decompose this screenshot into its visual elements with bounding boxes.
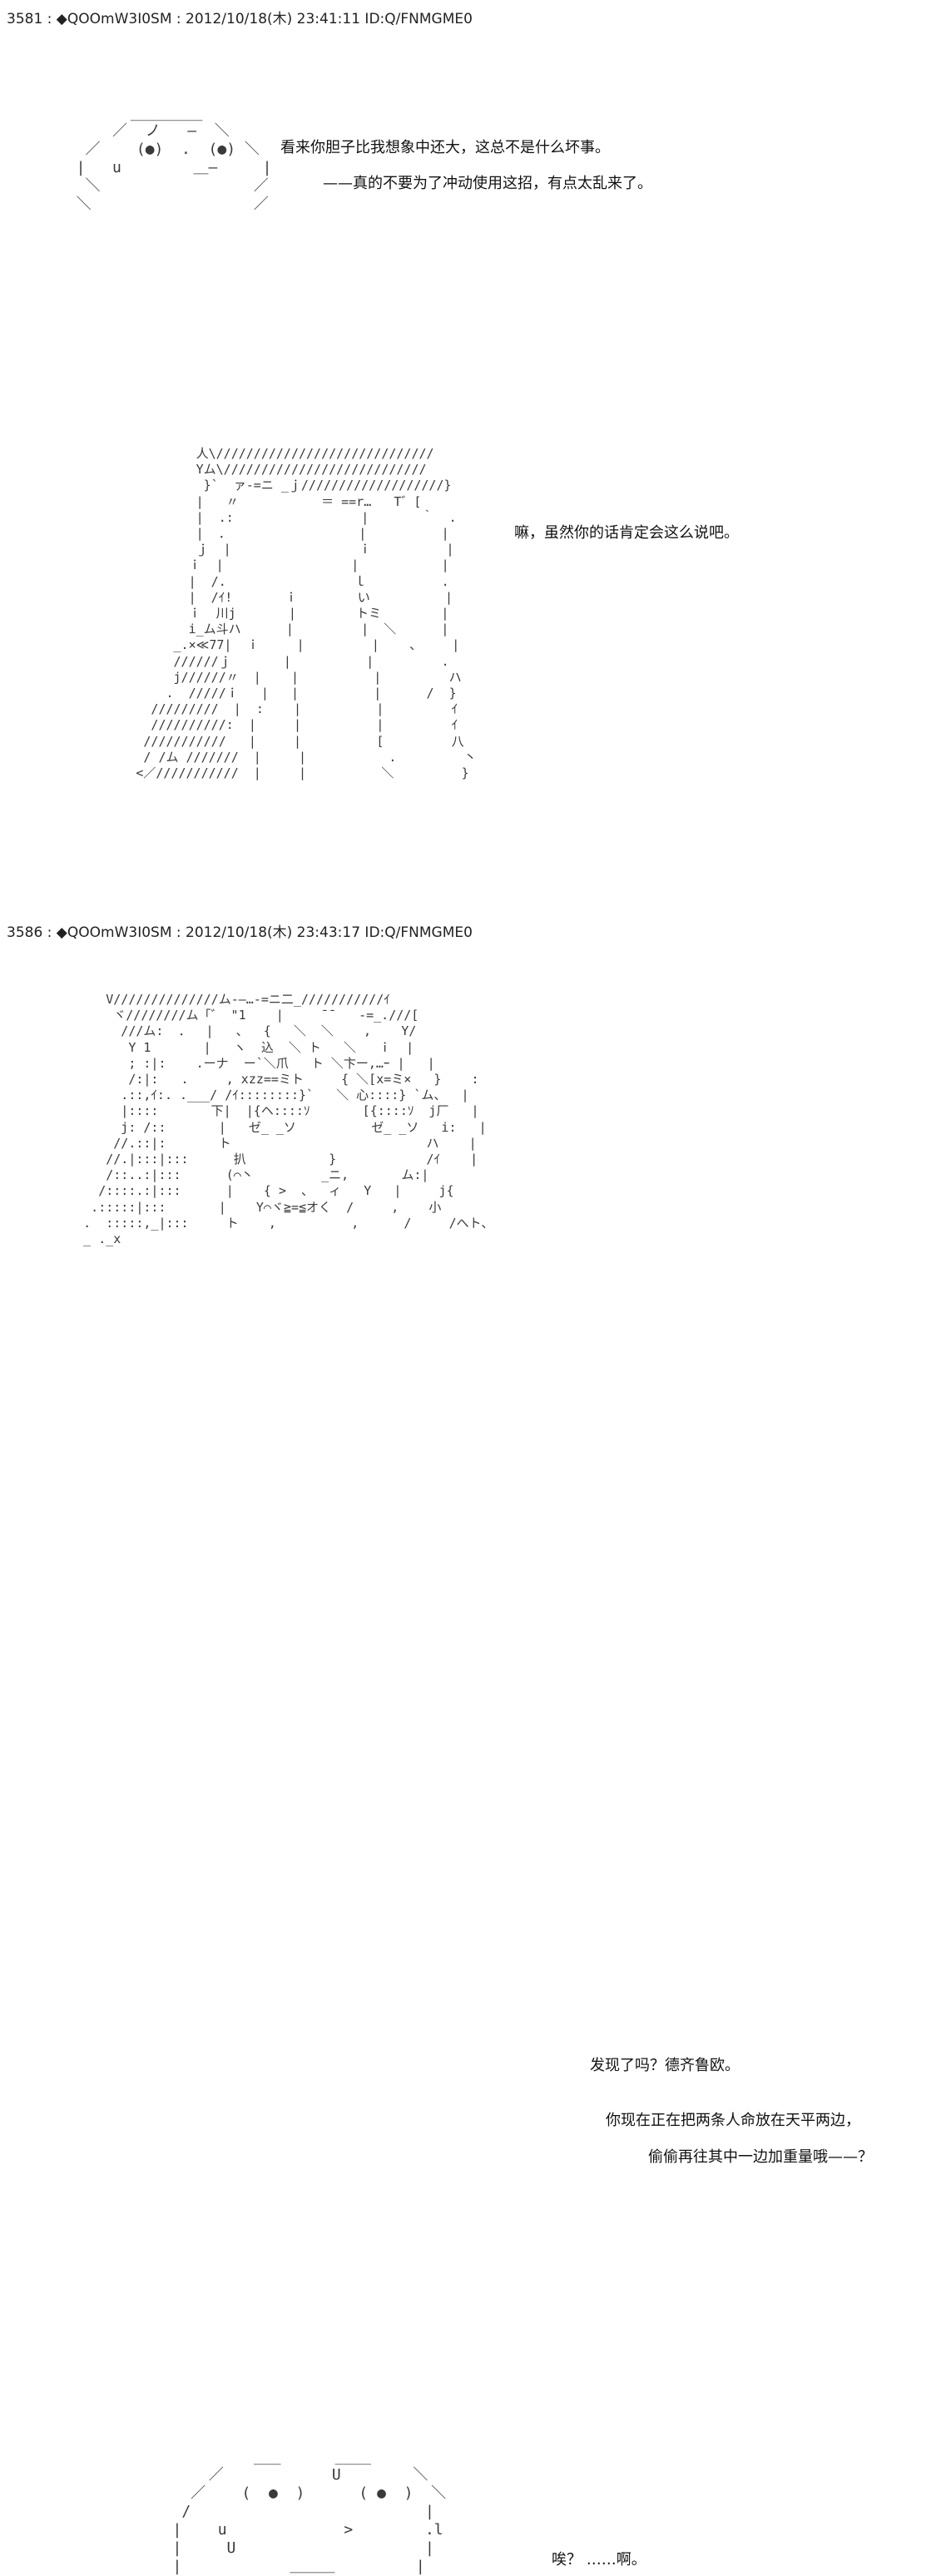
post-header: 3586 : ◆QOOmW3I0SM : 2012/10/18(木) 23:43… [7, 924, 473, 941]
dialogue-line: 偷偷再往其中一边加重量哦——？ [648, 2148, 873, 2166]
dialogue-line: 发现了吗？德齐鲁欧。 [590, 2057, 740, 2074]
dialogue-line: 嘛，虽然你的话肯定会这么说吧。 [514, 524, 739, 542]
ascii-art-face-bottom: ___ ____ ／ U ＼ ／ ( ● ) ( ● ) ＼ / | | u >… [172, 2448, 447, 2575]
ascii-art-character-closeup: V//////////////ム-―…-=ニ二_///////////ｲ ヾ//… [83, 992, 873, 2575]
dialogue-line: 唉？ ……啊。 [552, 2551, 646, 2569]
ascii-art-face-small: ________ ／ ノ ― ＼ ／ (●) . (●) ＼ | u ＿― | … [76, 104, 272, 213]
dialogue-line: 你现在正在把两条人命放在天平两边， [606, 2112, 860, 2129]
ascii-art-figure-cloak: 人\///////////////////////////// Yム\/////… [136, 446, 477, 781]
dialogue-line: ——真的不要为了冲动使用这招，有点太乱来了。 [323, 175, 652, 192]
dialogue-line: 看来你胆子比我想象中还大，这总不是什么坏事。 [280, 139, 610, 156]
post-header: 3581 : ◆QOOmW3I0SM : 2012/10/18(木) 23:41… [7, 11, 473, 27]
